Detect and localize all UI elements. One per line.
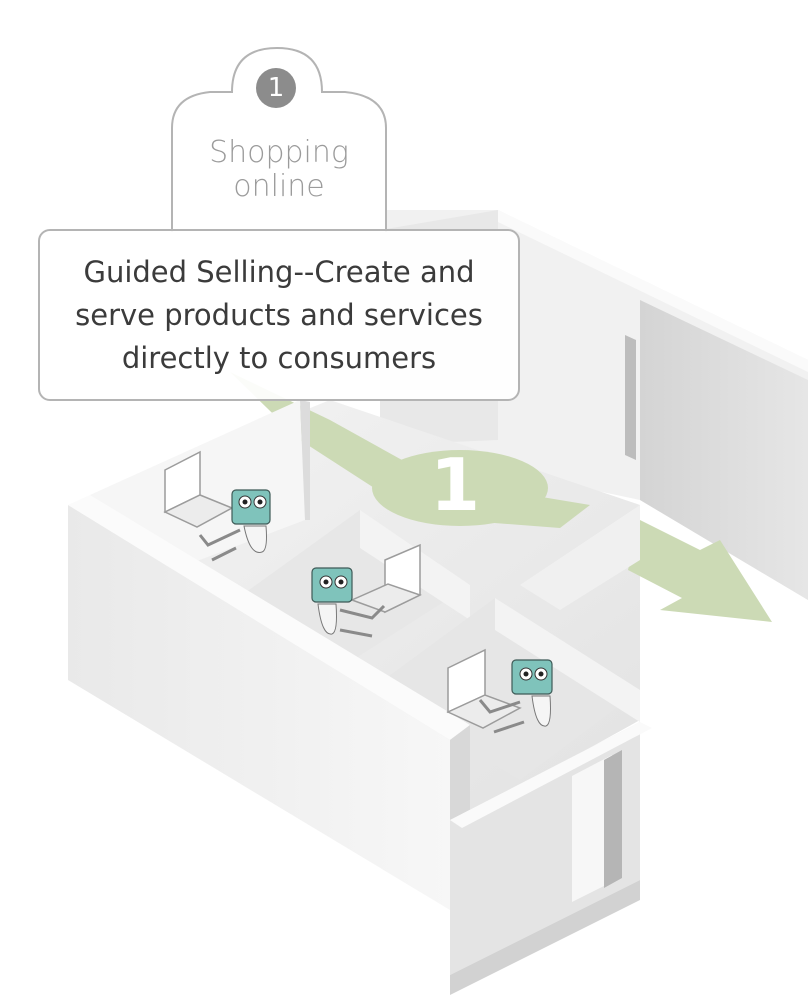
callout-box: Guided Selling--Create and serve product… <box>38 229 520 401</box>
laptop-icon <box>446 648 522 729</box>
step-badge-number: 1 <box>267 73 285 103</box>
callout-text: Guided Selling--Create and serve product… <box>75 254 483 375</box>
laptop-icon <box>349 543 422 614</box>
robot-icon <box>198 489 271 562</box>
front-right-wall <box>450 722 652 995</box>
route-marker-number: 1 <box>429 443 481 527</box>
robot-icon <box>311 567 386 638</box>
laptop-icon <box>163 450 234 528</box>
desk-station-3 <box>446 648 553 734</box>
desk-station-1 <box>163 450 271 562</box>
robot-icon <box>478 659 553 734</box>
step-tab <box>171 46 387 232</box>
step-tab-title: Shopping online <box>209 135 349 204</box>
route-marker-circle <box>372 450 548 526</box>
desk-station-2 <box>311 543 422 638</box>
route-arrow <box>230 372 772 622</box>
step-badge-circle <box>256 68 296 108</box>
